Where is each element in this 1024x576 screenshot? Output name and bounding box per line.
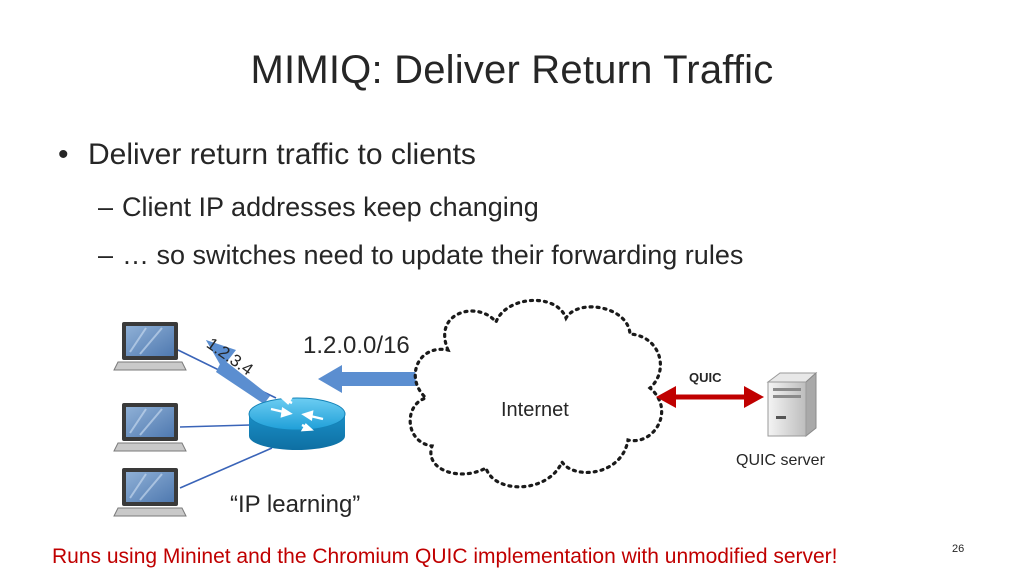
page-number: 26 xyxy=(952,543,965,555)
quic-connection-arrow xyxy=(656,386,764,408)
footer-note: Runs using Mininet and the Chromium QUIC… xyxy=(52,545,838,568)
laptop-icon xyxy=(113,322,187,371)
sub-bullet-2: –… so switches need to update their forw… xyxy=(98,240,743,271)
quic-label: QUIC xyxy=(689,370,722,385)
return-arrow-to-client xyxy=(206,340,270,404)
laptop-icon xyxy=(113,468,187,517)
bullet-main-text: Deliver return traffic to clients xyxy=(88,138,476,171)
sub-bullet-2-text: … so switches need to update their forwa… xyxy=(122,240,744,270)
ip-learning-caption: “IP learning” xyxy=(230,491,361,518)
return-arrow-to-switch xyxy=(318,365,417,393)
sub-bullet-dash: – xyxy=(98,192,114,222)
slide-title: MIMIQ: Deliver Return Traffic xyxy=(250,48,774,92)
prefix-label: 1.2.0.0/16 xyxy=(303,332,410,359)
sub-bullet-1: –Client IP addresses keep changing xyxy=(98,192,539,223)
sub-bullet-1-text: Client IP addresses keep changing xyxy=(122,192,539,222)
laptop-icon xyxy=(113,403,187,452)
router-icon xyxy=(248,396,346,450)
cloud-icon xyxy=(408,298,664,489)
bullet-dot: • xyxy=(58,138,69,171)
server-icon xyxy=(766,371,818,438)
internet-label: Internet xyxy=(501,399,569,421)
bullet-main: • Deliver return traffic to clients xyxy=(58,138,476,172)
quic-server-label: QUIC server xyxy=(736,452,825,469)
sub-bullet-dash: – xyxy=(98,240,114,270)
